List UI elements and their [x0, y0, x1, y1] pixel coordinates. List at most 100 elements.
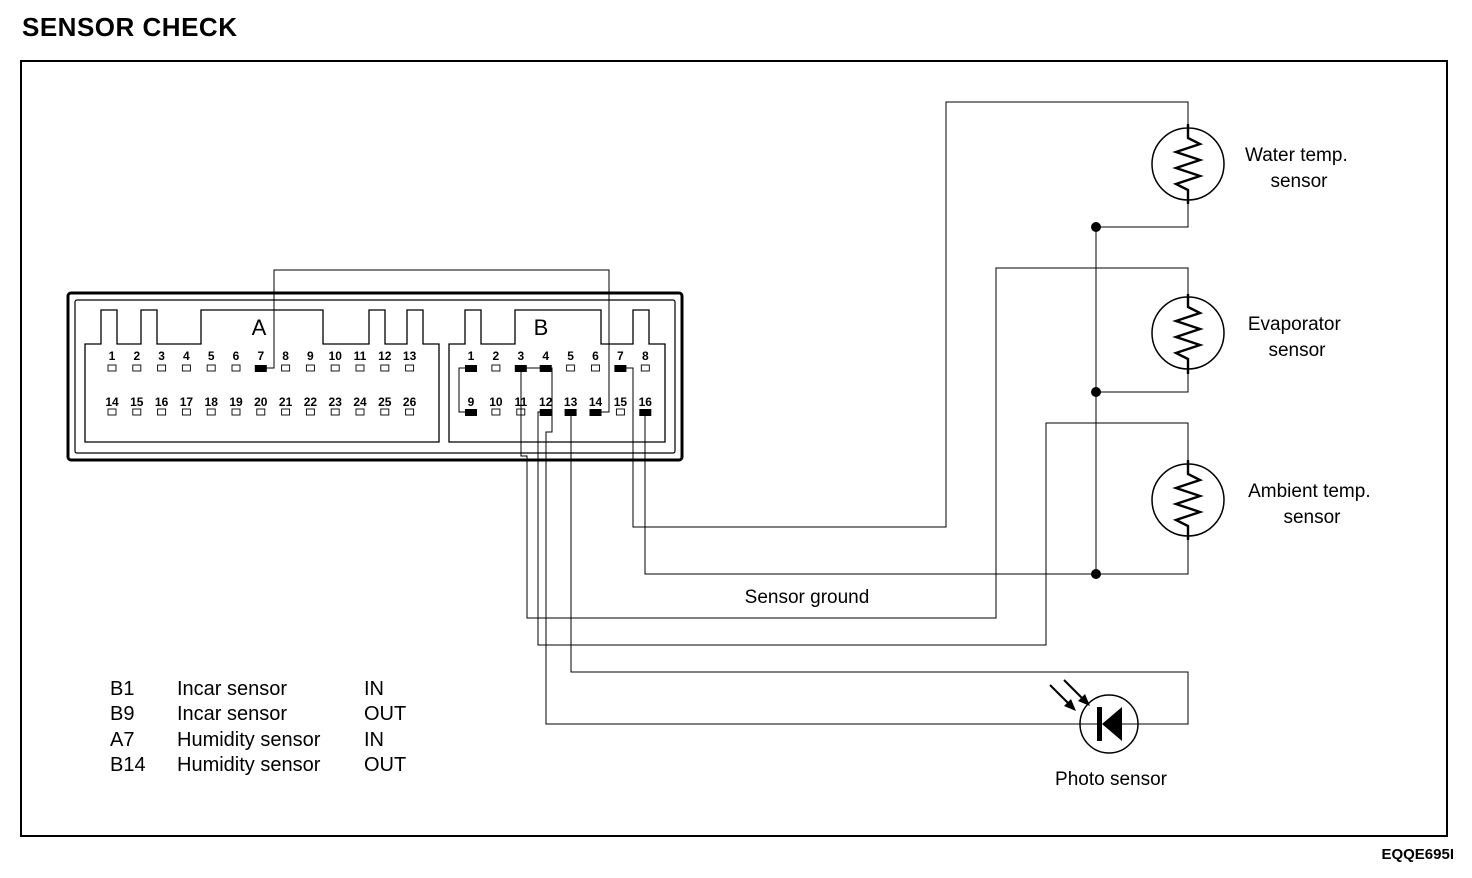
water-temp-sensor-symbol: [1151, 124, 1225, 204]
page-title: SENSOR CHECK: [22, 12, 238, 42]
connector-a-terminal: [305, 364, 315, 372]
connector-a-terminal: [330, 364, 340, 372]
connector-b-pin-label: 8: [642, 349, 649, 363]
legend-pin: B9: [110, 703, 134, 725]
connector-b-pin-label: 2: [493, 349, 500, 363]
connector-b-pin-label: 12: [539, 395, 553, 409]
connector-a-pin-label: 9: [307, 349, 314, 363]
connector-a-letter: A: [252, 315, 267, 340]
connector-a-terminal: [355, 364, 365, 372]
connector-b-pin-label: 6: [592, 349, 599, 363]
connector-a-pin-label: 23: [329, 395, 343, 409]
evaporator-sensor-label: Evaporator sensor: [1248, 314, 1346, 361]
connector-a-terminal: [380, 408, 390, 416]
connector-b-pin-label: 15: [614, 395, 628, 409]
connector-b-pin-label: 14: [589, 395, 603, 409]
connector-a-terminal: [132, 364, 142, 372]
connector-a-terminal: [305, 408, 315, 416]
legend-dir: IN: [364, 678, 384, 700]
wire-a7-b14: [260, 269, 610, 413]
legend-pin: A7: [110, 729, 134, 751]
legend-dir: OUT: [364, 703, 406, 725]
legend-pin: B14: [110, 754, 146, 776]
connector-a-terminal: [206, 408, 216, 416]
connector-b-pin-label: 16: [639, 395, 653, 409]
connector-a-pin-label: 13: [403, 349, 417, 363]
ambient-temp-sensor-symbol: [1151, 460, 1225, 540]
evaporator-sensor-symbol: [1151, 294, 1225, 374]
connector-a-pin-label: 11: [354, 349, 367, 363]
pin-legend: B1 Incar sensor IN B9 Incar sensor OUT A…: [110, 678, 406, 776]
legend-pin: B1: [110, 678, 134, 700]
connector-a-terminal: [107, 408, 117, 416]
legend-name: Humidity sensor: [177, 729, 321, 751]
connector-a-pin-label: 3: [158, 349, 165, 363]
legend-name: Humidity sensor: [177, 754, 321, 776]
connector-a-terminal: [405, 364, 415, 372]
connector-a-pin-label: 2: [133, 349, 140, 363]
connector-b-pin-label: 4: [542, 349, 549, 363]
connector-a-pin-label: 12: [378, 349, 392, 363]
connector-housing: [66, 291, 684, 462]
connector-b-pin-label: 3: [517, 349, 524, 363]
connector-a-pin-label: 5: [208, 349, 215, 363]
connector-a-terminal: [206, 364, 216, 372]
connector-b-terminal-used: [589, 409, 602, 416]
connector-a-terminal: [107, 364, 117, 372]
connector-a-terminal: [355, 408, 365, 416]
connector-b-letter: B: [534, 315, 549, 340]
connector-b-pin-label: 13: [564, 395, 578, 409]
legend-name: Incar sensor: [177, 678, 287, 700]
connector-b-terminal: [640, 364, 650, 372]
connector-a-pin-label: 22: [304, 395, 318, 409]
connector-b-terminal: [615, 408, 625, 416]
connector-a-terminal: [181, 408, 191, 416]
connector-a-terminal: [256, 408, 266, 416]
connector-b-outline: [448, 309, 666, 443]
connector-b-terminal-used: [614, 365, 627, 372]
water-ground: [1096, 204, 1189, 228]
connector-a-pin-label: 4: [183, 349, 190, 363]
connector-a-terminal: [231, 364, 241, 372]
connector-b-pin-label: 5: [567, 349, 574, 363]
connector-b-terminal: [566, 364, 576, 372]
connector-a-pin-label: 1: [109, 349, 116, 363]
connector-b-pin-label: 7: [617, 349, 624, 363]
water-temp-sensor-label: Water temp. sensor: [1245, 145, 1353, 192]
connector-a-terminal: [132, 408, 142, 416]
diagram-frame: [20, 60, 1448, 837]
connector-a-pin-label: 25: [378, 395, 392, 409]
connector-a-pin-label: 19: [229, 395, 243, 409]
wire-b13-photo: [570, 412, 1189, 725]
connector-b-terminal: [491, 364, 501, 372]
legend-dir: IN: [364, 729, 384, 751]
connector-a-terminal: [281, 408, 291, 416]
wire-b3-evaporator: [520, 267, 1189, 619]
connector-a-pin-label: 24: [353, 395, 367, 409]
wiring: [260, 101, 1189, 725]
connector-b-terminal: [591, 364, 600, 372]
connector-a-terminal: [181, 364, 191, 372]
connector-b-pin-label: 9: [468, 395, 475, 409]
legend-name: Incar sensor: [177, 703, 287, 725]
connector-a-outline: [84, 309, 440, 443]
ambient-temp-sensor-label: Ambient temp. sensor: [1248, 481, 1376, 528]
connector-a-terminal: [157, 408, 167, 416]
connector-a-pin-label: 15: [130, 395, 144, 409]
connector-a-pin-label: 18: [205, 395, 219, 409]
connector-a-terminal: [405, 408, 415, 416]
connector-a-terminal: [231, 408, 241, 416]
connector-a-pin-label: 26: [403, 395, 417, 409]
wire-b16-ground: [644, 412, 1189, 575]
connector-a-pin-label: 21: [279, 395, 293, 409]
connector-a-pin-label: 10: [329, 349, 343, 363]
wire-b7-water: [621, 101, 1189, 528]
legend-dir: OUT: [364, 754, 406, 776]
photo-sensor-label: Photo sensor: [1055, 769, 1168, 790]
connector-b-pin-label: 1: [468, 349, 475, 363]
connector-b-terminal: [491, 408, 501, 416]
connector-a-pin-label: 6: [233, 349, 240, 363]
connector-a-pin-label: 20: [254, 395, 268, 409]
